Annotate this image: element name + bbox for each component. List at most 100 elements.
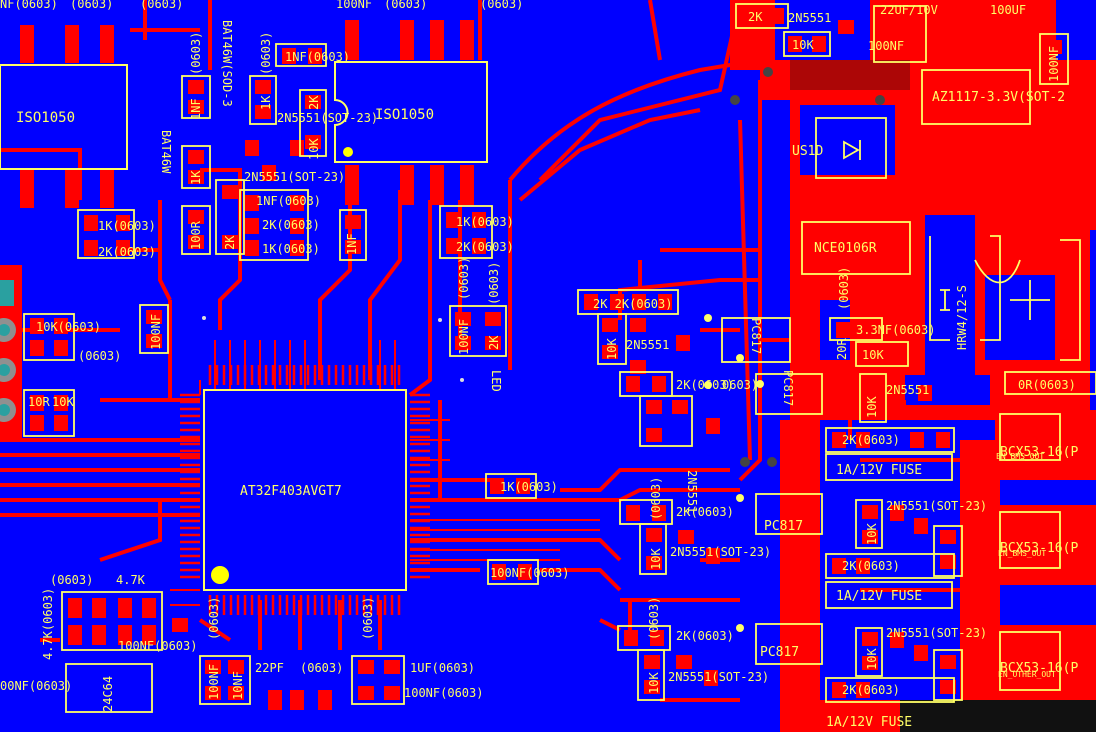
label-r-10k-b: 10K <box>52 395 74 409</box>
vias <box>202 67 885 632</box>
label-r-100nf-mid: 100NF(0603) <box>490 566 569 580</box>
label-q-mid: 2N5551(SOT-23) <box>244 170 345 184</box>
label-r-0603-bv2: (0603) <box>361 597 375 640</box>
iso1050-left[interactable]: ISO1050 <box>0 25 128 208</box>
label-r-100nf-b: 100NF(0603) <box>118 639 197 653</box>
label-top-mid-c: (0603) <box>480 0 523 11</box>
label-r-0603-right: 0603) <box>722 378 758 392</box>
label-q-right-b: 2N5551(SOT-23) <box>886 626 987 640</box>
label-r-2k-2k: 2K 2K(0603) <box>593 297 672 311</box>
label-opto-4: PC817 <box>760 645 799 660</box>
label-r-0603-b1: (0603) <box>649 477 663 520</box>
label-r-22uf: 22UF/10V <box>880 3 938 17</box>
label-r-1uf: 1UF(0603) <box>410 661 475 675</box>
label-r-10k-sm: 10K <box>862 348 884 362</box>
label-r-100r: 100R <box>189 220 203 250</box>
label-r-100nf-topv: 100NF <box>1047 46 1061 82</box>
label-r-0603-v1: (0603) <box>457 257 471 300</box>
label-diode-pair-v: BAT46W(SOD-3 <box>220 20 234 107</box>
label-r-100nf-bm: 100NF(0603) <box>404 686 483 700</box>
label-fuse-2: 1A/12V FUSE <box>836 589 922 604</box>
label-r-100nf-bv: 100NF <box>207 664 221 700</box>
label-q-sm: 2N5551 <box>886 383 929 397</box>
label-r-2k-v: 2K <box>487 335 501 350</box>
label-nf1: 1NF(0603) <box>285 50 350 64</box>
label-r-2k-a: 2K(0603) <box>262 218 320 232</box>
label-r-1k-a: 1K(0603) <box>262 242 320 256</box>
label-r-1k-v2: 1K <box>189 170 203 185</box>
left-connector[interactable] <box>0 265 22 440</box>
label-r-2k-v2: 2K <box>307 95 321 110</box>
label-q-top: 2N5551(SOT-23) <box>277 111 378 125</box>
label-r-1k-mid: 1K(0603) <box>500 480 558 494</box>
label-r-10k-r2: 10K <box>865 523 879 545</box>
label-r-10k-top: 10K <box>792 38 814 52</box>
label-r-2k-0603-b: 2K(0603) <box>676 505 734 519</box>
label-r-2n-v: 2N5551 <box>685 470 699 513</box>
label-r-0603-vl: (0603) <box>189 32 203 75</box>
mcu-pin1-marker <box>211 566 229 584</box>
iso1050-mid[interactable]: ISO1050 <box>334 20 488 205</box>
label-r-10k-a: 10K(0603) <box>36 320 101 334</box>
label-r-2k-0603-c: 2K(0603) <box>676 629 734 643</box>
smd-pads <box>30 8 1062 710</box>
label-diode: US1D <box>792 144 823 159</box>
label-top-mid-a: 100NF <box>336 0 372 11</box>
label-eeprom: 24C64 <box>101 676 115 712</box>
label-r-0603-bm: (0603) <box>300 661 343 675</box>
label-r-100nf-v: 100NF <box>457 319 471 355</box>
label-r-3nf: 3.3NF(0603) <box>856 323 935 337</box>
label-r-10r: 10R <box>28 395 50 409</box>
label-r-2k-right-c: 2K(0603) <box>842 683 900 697</box>
silkscreen-outlines <box>23 3 1096 713</box>
bottom-copper-dark <box>790 60 1096 732</box>
label-r-0603-v3: (0603) <box>837 267 851 310</box>
label-top-mid-b: (0603) <box>384 0 427 11</box>
label-r-2k-right: 2K(0603) <box>456 240 514 254</box>
label-r-0r: 0R(0603) <box>1018 378 1076 392</box>
label-r-10k-v: 10K <box>605 338 619 360</box>
copper-traces <box>0 0 990 702</box>
label-r-1k-v: 1K <box>259 95 273 110</box>
label-r-1nf-v: 1NF <box>189 98 203 120</box>
label-top-left-cut: NF(0603) <box>0 0 58 11</box>
label-relay-out-3: EN_OTHER_OUT <box>998 670 1056 679</box>
label-r-10k-b1: 10K <box>649 548 663 570</box>
label-r-0603-bv1: (0603) <box>207 597 221 640</box>
label-opto-3: PC817 <box>764 519 803 534</box>
label-q-top-right: 2N5551 <box>788 11 831 25</box>
label-fuse-3: 1A/12V FUSE <box>826 715 912 730</box>
label-top-left-b: (0603) <box>140 0 183 11</box>
label-top-left-a: (0603) <box>70 0 113 11</box>
label-r-2k-left: 2K(0603) <box>98 245 156 259</box>
label-r-4k7-v: 4.7K(0603) <box>41 588 55 660</box>
label-q-bottom-a: 2N5551(SOT-23) <box>670 545 771 559</box>
label-r-10nf-bv: 10NF <box>231 671 245 700</box>
label-diode-pair-v2: BAT46W <box>159 130 173 174</box>
label-r-2k-top: 2K <box>748 10 763 24</box>
label-r-0603-b2: (0603) <box>647 597 661 640</box>
label-r-10k-b2: 10K <box>647 672 661 694</box>
label-fuse-1: 1A/12V FUSE <box>836 463 922 478</box>
label-r-100nf-left: 100NF <box>149 314 163 350</box>
label-regulator: AZ1117-3.3V(SOT-2 <box>932 90 1065 105</box>
label-led: LED <box>489 370 503 392</box>
label-r-0603-vl2: (0603) <box>259 32 273 75</box>
label-q-right: 2N5551 <box>626 338 669 352</box>
power-copper-holes <box>800 105 1055 405</box>
label-r-0603-v2: (0603) <box>487 262 501 305</box>
mcu-pins <box>180 365 430 615</box>
label-r-4k7-h: 4.7K <box>116 573 146 587</box>
label-r-100nf-top: 100NF <box>868 39 904 53</box>
label-r-100nf-bl: 00NF(0603) <box>0 679 72 693</box>
label-r-100uf: 100UF <box>990 3 1026 17</box>
label-opto-1: PC817 <box>749 318 763 354</box>
label-opto-2: PC817 <box>781 370 795 406</box>
label-relay-2: BCX53-16(P <box>1000 541 1078 556</box>
label-r-22pf: 22PF <box>255 661 284 675</box>
mcu-outline <box>203 389 407 591</box>
label-r-2k-right-a: 2K(0603) <box>842 433 900 447</box>
mcu-chip[interactable]: AT32F403AVGT7 <box>180 365 430 615</box>
label-q-bottom-b: 2N5551(SOT-23) <box>668 670 769 684</box>
